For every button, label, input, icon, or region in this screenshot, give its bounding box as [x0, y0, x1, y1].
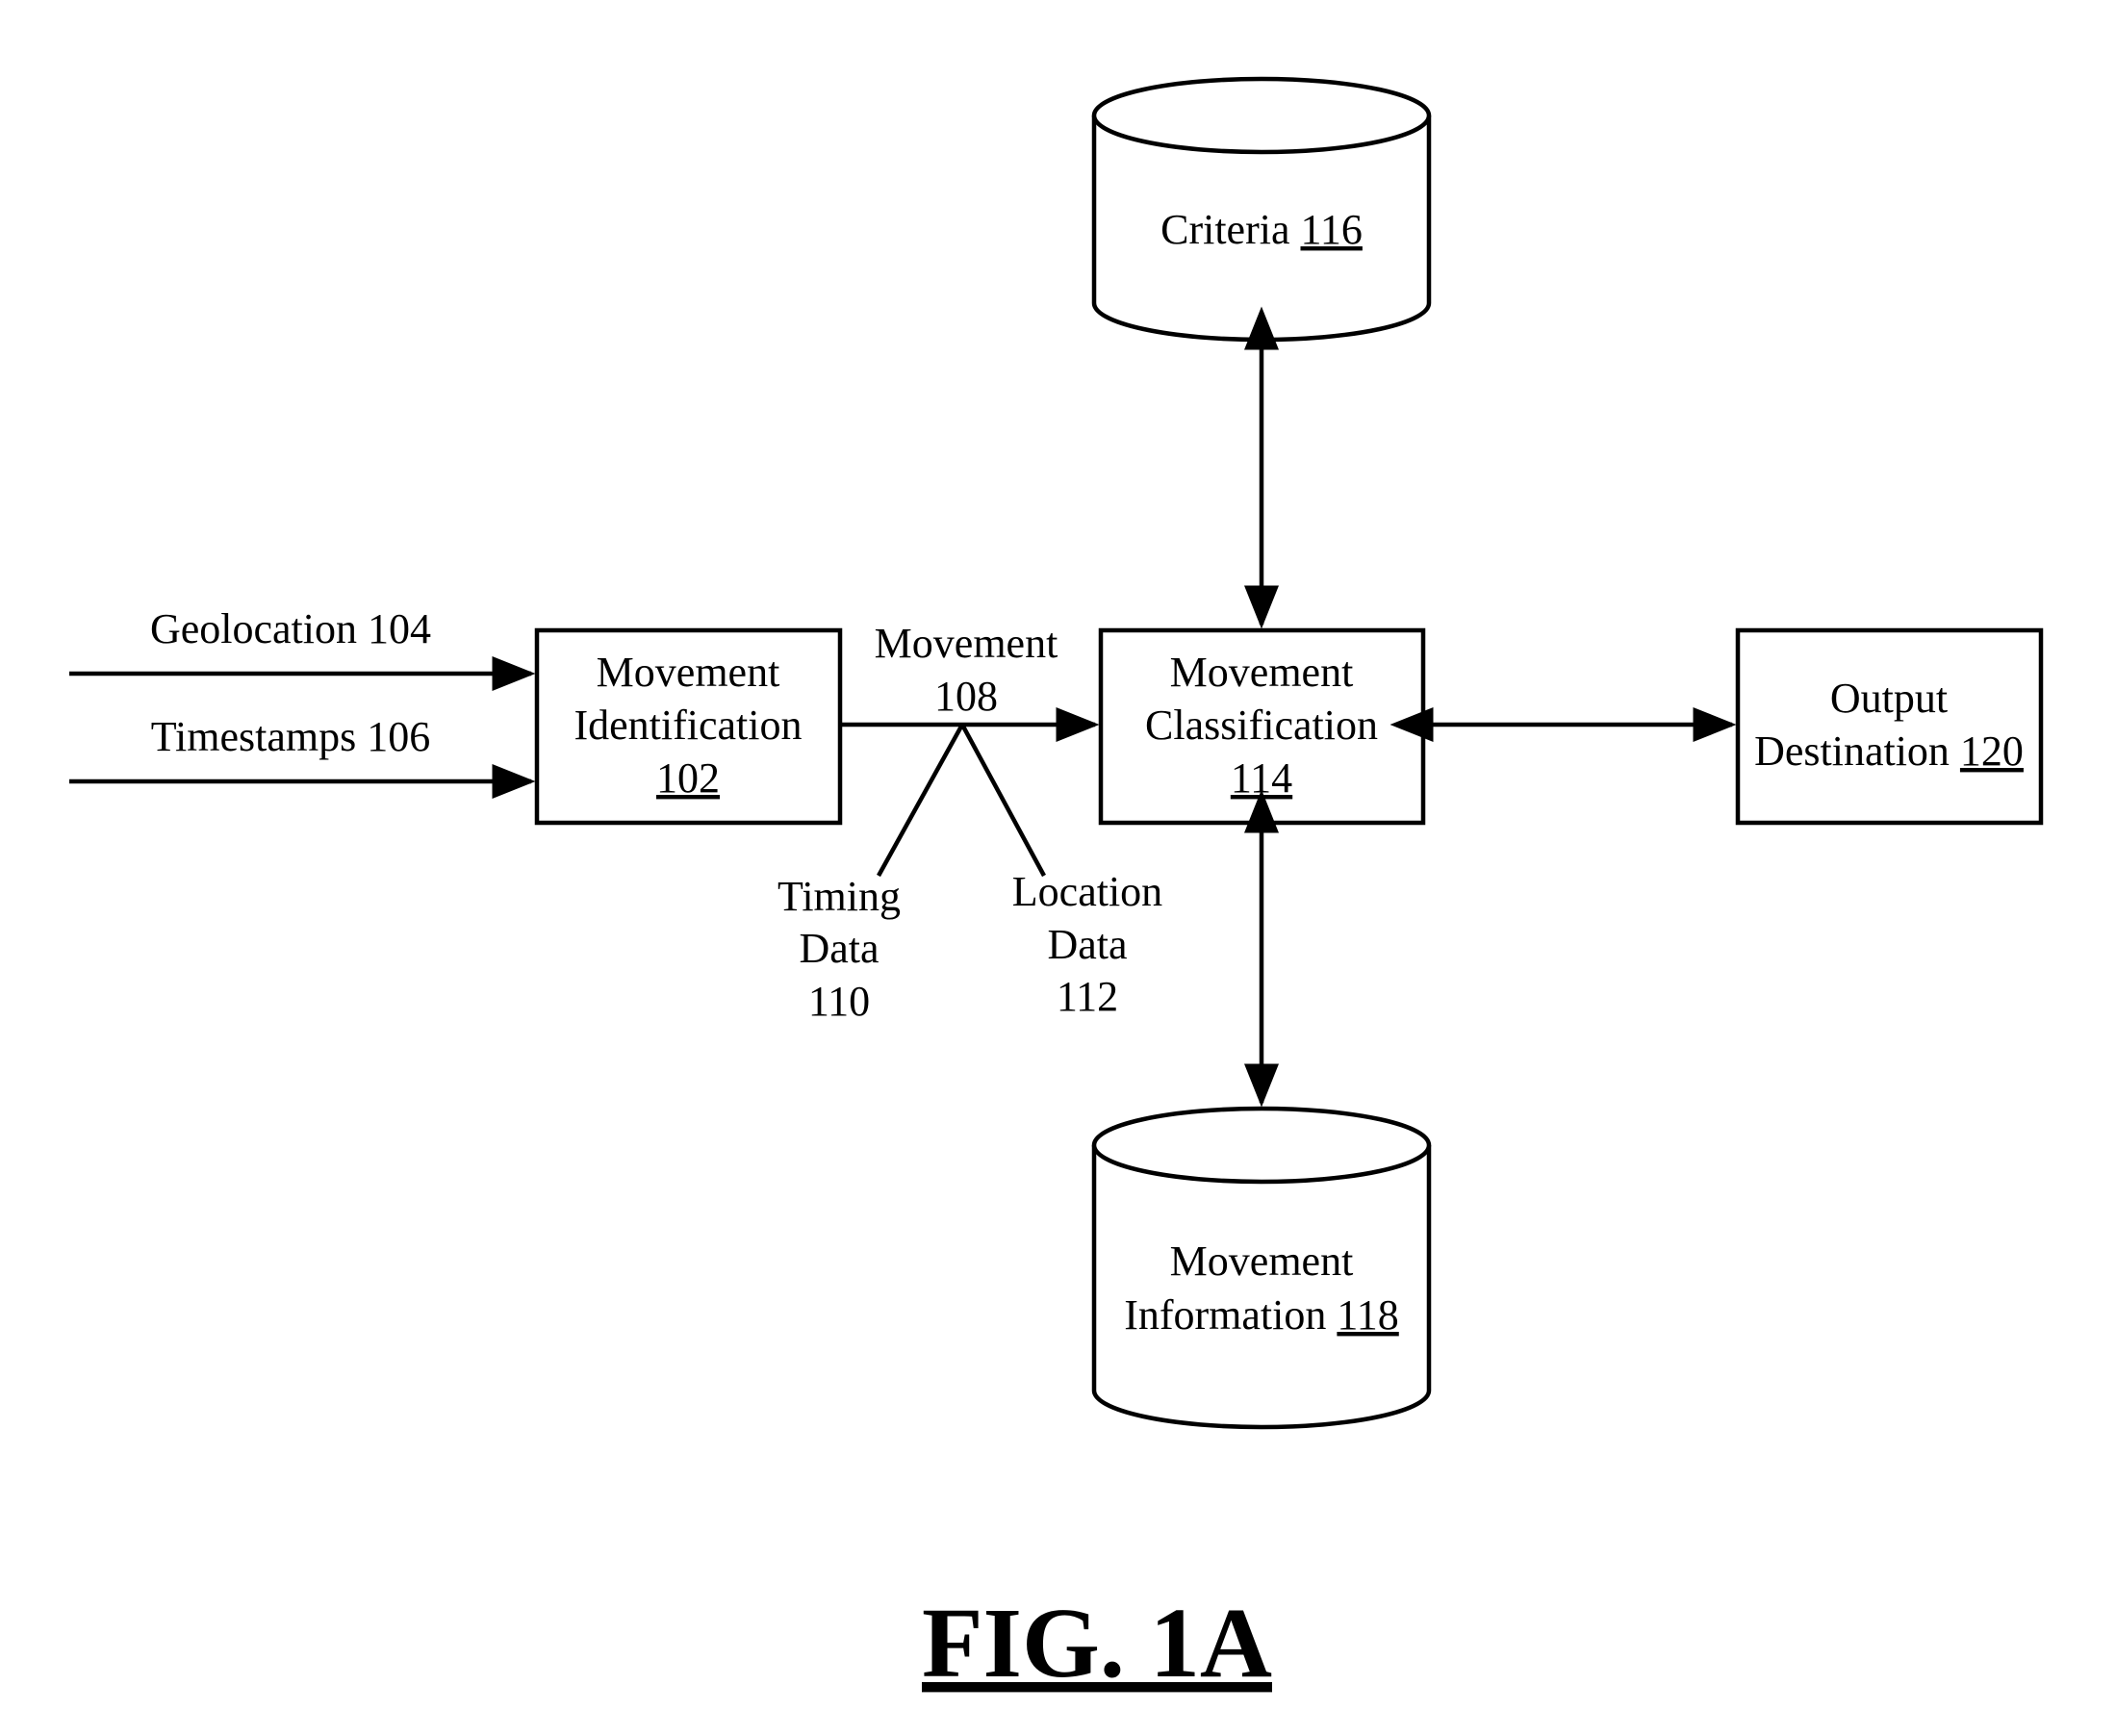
output-destination-node: Output Destination 120	[1738, 630, 2041, 823]
criteria-name: Criteria	[1160, 206, 1289, 253]
movement-classification-ref: 114	[1231, 754, 1292, 802]
location-data-line2: Data	[1047, 921, 1127, 968]
timing-data-line1: Timing	[778, 873, 901, 920]
criteria-label: Criteria 116	[1160, 206, 1363, 253]
movement-information-datastore: Movement Information 118	[1094, 1109, 1429, 1427]
criteria-datastore: Criteria 116	[1094, 79, 1429, 340]
movement-identification-node: Movement Identification 102	[537, 630, 840, 823]
timing-data-line3: 110	[808, 978, 870, 1025]
output-destination-line2: Destination 120	[1754, 728, 2024, 775]
timing-data-branch	[879, 725, 962, 876]
movement-classification-node: Movement Classification 114	[1101, 630, 1423, 823]
output-destination-line1: Output	[1830, 675, 1948, 722]
geolocation-label: Geolocation 104	[150, 605, 431, 652]
movement-classification-line2: Classification	[1145, 702, 1378, 749]
movement-information-word: Information	[1124, 1291, 1326, 1339]
location-data-line1: Location	[1012, 868, 1162, 915]
location-data-line3: 112	[1057, 973, 1118, 1020]
output-destination-word: Destination	[1754, 728, 1950, 775]
movement-information-line1: Movement	[1170, 1238, 1354, 1285]
movement-identification-line1: Movement	[597, 649, 780, 696]
movement-information-line2: Information 118	[1124, 1291, 1399, 1339]
location-data-branch	[962, 725, 1044, 876]
movement-identification-ref: 102	[656, 754, 720, 802]
movement-identification-line2: Identification	[574, 702, 802, 749]
movement-information-ref: 118	[1337, 1291, 1398, 1339]
output-destination-ref: 120	[1960, 728, 2024, 775]
timing-data-line2: Data	[799, 925, 879, 972]
figure-label: FIG. 1A	[922, 1588, 1272, 1698]
criteria-ref: 116	[1301, 206, 1363, 253]
timestamps-label: Timestamps 106	[151, 713, 431, 760]
movement-label-line1: Movement	[875, 620, 1058, 667]
movement-label-line2: 108	[934, 673, 998, 720]
movement-classification-line1: Movement	[1170, 649, 1354, 696]
